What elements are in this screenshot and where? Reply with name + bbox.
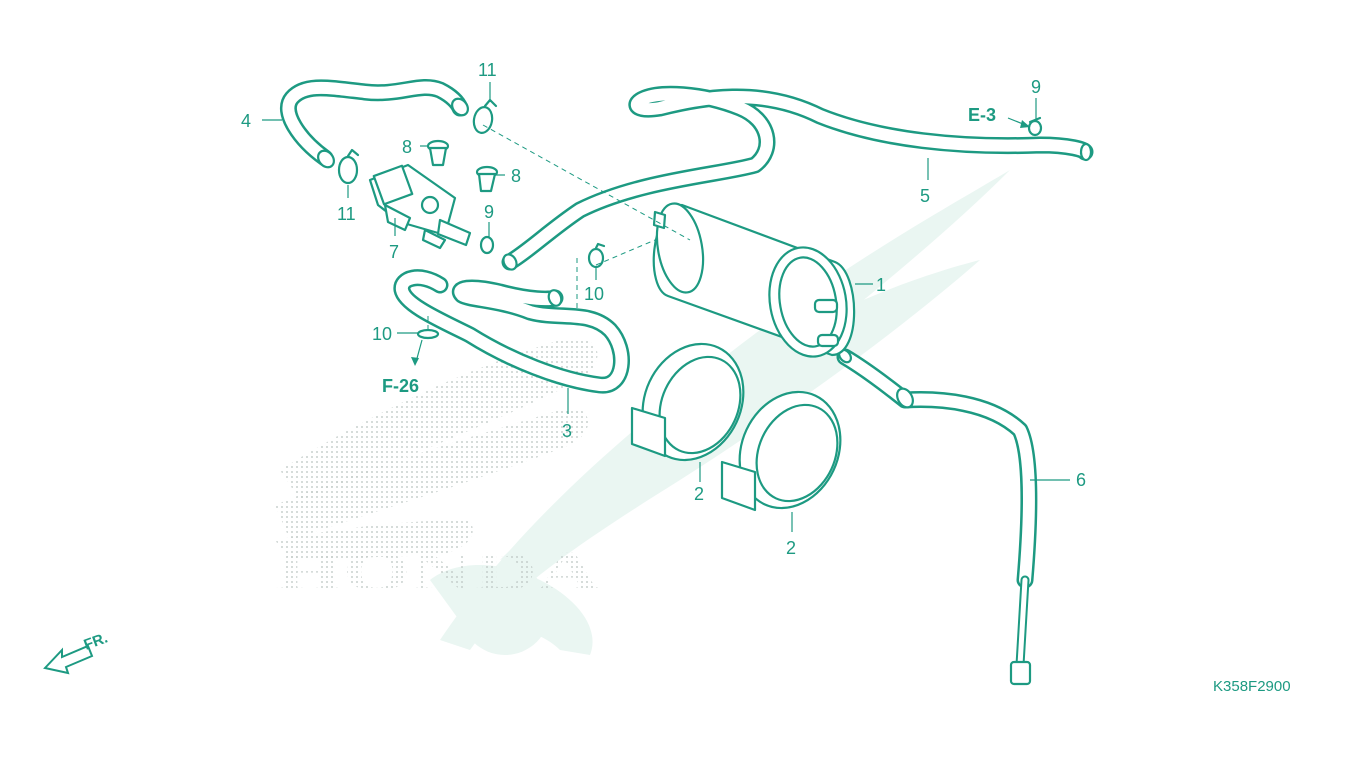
ref-f26: F-26 xyxy=(382,376,419,396)
callout-3: 3 xyxy=(562,421,572,441)
callout-9-right: 9 xyxy=(1031,77,1041,97)
hose-6[interactable] xyxy=(836,347,1038,686)
clip-9-right[interactable] xyxy=(1027,116,1043,137)
front-label: FR. xyxy=(82,630,111,654)
callout-11-upper: 11 xyxy=(478,60,497,80)
callouts: 1 2 2 3 4 5 6 7 8 8 9 9 10 10 11 11 xyxy=(241,60,1086,558)
callout-2-upper: 2 xyxy=(694,484,704,504)
callout-7: 7 xyxy=(389,242,399,262)
callout-6: 6 xyxy=(1076,470,1086,490)
callout-9-left: 9 xyxy=(484,202,494,222)
alignment-lines xyxy=(427,124,691,332)
band-2-lower[interactable] xyxy=(720,375,859,524)
clip-10-lower[interactable] xyxy=(416,328,440,340)
valve-7[interactable] xyxy=(368,163,472,250)
canister-1[interactable] xyxy=(651,200,856,363)
reference-labels: E-3 F-26 xyxy=(382,105,996,396)
callout-8-left: 8 xyxy=(402,137,412,157)
watermark-text: HONDA xyxy=(275,541,601,603)
band-2-upper[interactable] xyxy=(624,327,762,476)
clip-10-upper[interactable] xyxy=(587,242,606,269)
callout-10-lower: 10 xyxy=(372,324,392,344)
honda-letters-watermark: HONDA xyxy=(275,541,601,603)
ref-arrow-f26 xyxy=(411,339,423,366)
callout-2-lower: 2 xyxy=(786,538,796,558)
clip-11-upper[interactable] xyxy=(472,98,498,134)
leader-lines xyxy=(262,82,1070,532)
bolt-8-left[interactable] xyxy=(426,139,450,167)
callout-1: 1 xyxy=(876,275,886,295)
front-arrow-icon xyxy=(43,644,94,675)
ref-arrow-e3 xyxy=(1007,117,1030,128)
hose-3[interactable] xyxy=(393,269,630,394)
hose-5[interactable] xyxy=(501,85,1094,272)
diagram-code: K358F2900 xyxy=(1213,678,1291,695)
ref-e3: E-3 xyxy=(968,105,996,125)
callout-4: 4 xyxy=(241,111,251,131)
bolt-8-right[interactable] xyxy=(475,165,499,193)
clip-9-left[interactable] xyxy=(479,235,495,255)
callout-8-right: 8 xyxy=(511,166,521,186)
front-direction-indicator: FR. xyxy=(43,630,111,675)
hose-4[interactable] xyxy=(279,79,471,170)
callout-11-lower: 11 xyxy=(337,204,356,224)
callout-10-upper: 10 xyxy=(584,284,604,304)
clip-11-lower[interactable] xyxy=(337,148,360,185)
callout-5: 5 xyxy=(920,186,930,206)
